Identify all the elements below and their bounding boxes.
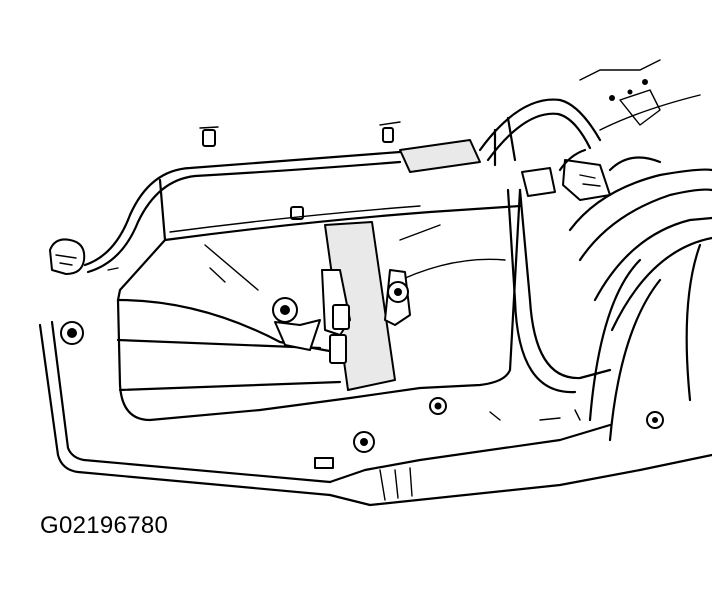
regulator-bolts <box>272 281 409 351</box>
regulator-rail <box>321 221 411 391</box>
lower-bolts <box>60 321 447 469</box>
speaker-housing <box>489 59 712 442</box>
upper-clips <box>199 121 401 220</box>
right-wire-harness <box>506 148 662 394</box>
upper-wire-harness <box>83 98 602 274</box>
door-frame <box>38 267 712 507</box>
left-connector <box>49 238 86 275</box>
glass-opening <box>116 178 522 422</box>
figure-code: G02196780 <box>40 512 169 539</box>
